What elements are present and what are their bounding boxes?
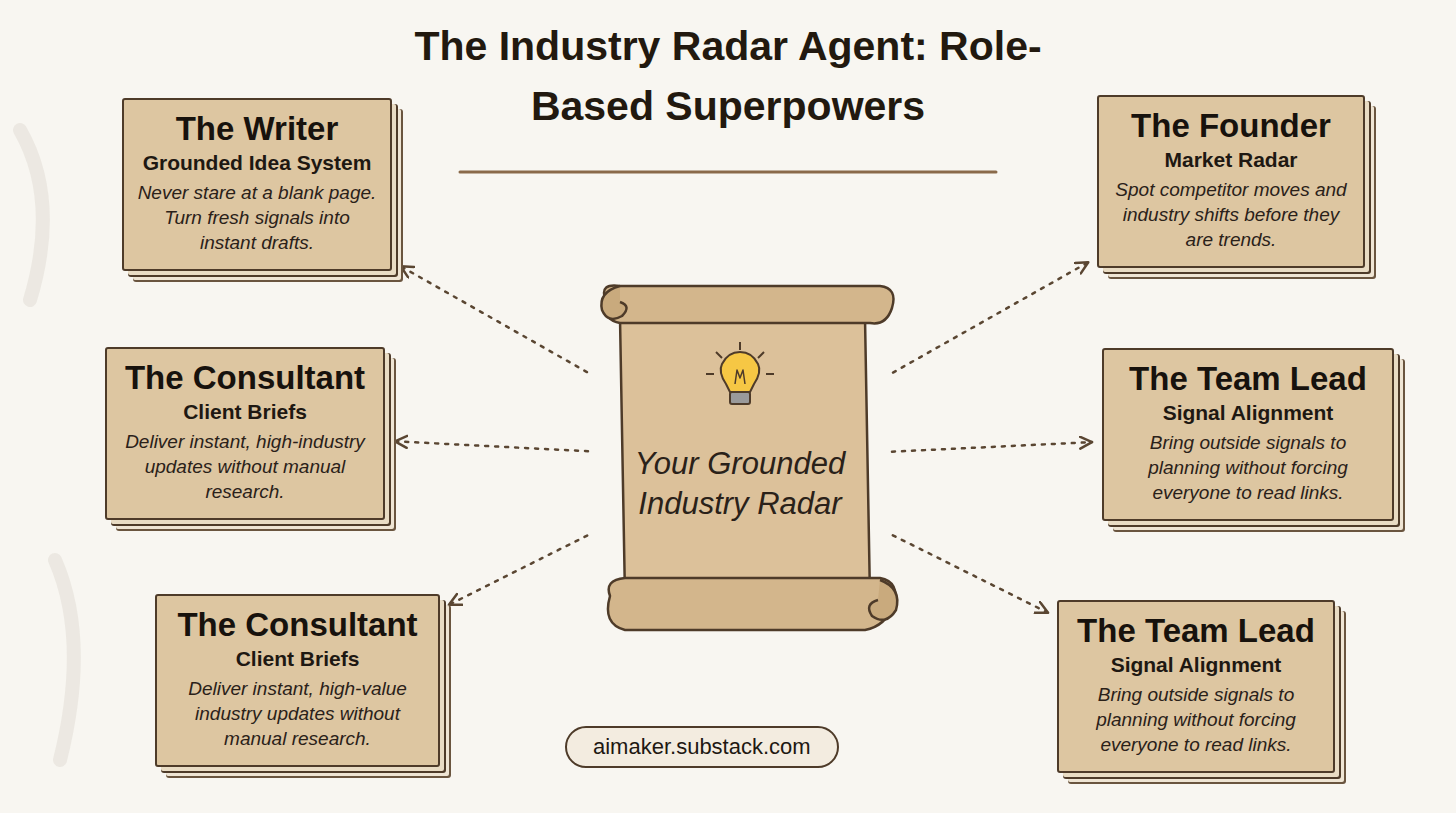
role-subheading: Client Briefs	[119, 399, 371, 425]
center-label: Your Grounded Industry Radar	[630, 444, 850, 525]
url-pill: aimaker.substack.com	[565, 726, 839, 768]
bulb-filament	[735, 370, 745, 384]
role-subheading: Signal Alignment	[1116, 400, 1380, 426]
dotted-arrow	[401, 266, 587, 372]
scroll-top-roll	[604, 286, 894, 324]
role-subheading: Market Radar	[1111, 147, 1351, 173]
role-description: Spot competitor moves and industry shift…	[1111, 178, 1351, 252]
role-description: Bring outside signals to planning withou…	[1116, 431, 1380, 505]
role-heading: The Consultant	[119, 359, 371, 397]
brush-stroke	[20, 130, 43, 300]
role-heading: The Writer	[136, 110, 378, 148]
scroll-body	[620, 318, 870, 598]
role-description: Never stare at a blank page. Turn fresh …	[136, 181, 378, 255]
dotted-arrow	[449, 536, 587, 605]
role-subheading: Client Briefs	[169, 646, 426, 672]
role-heading: The Founder	[1111, 107, 1351, 145]
role-card: The ConsultantClient BriefsDeliver insta…	[155, 594, 440, 767]
dotted-arrow	[892, 442, 1092, 452]
diagram-title: The Industry Radar Agent: Role-Based Sup…	[408, 16, 1048, 136]
role-subheading: Grounded Idea System	[136, 150, 378, 176]
role-subheading: Signal Alignment	[1071, 652, 1321, 678]
role-card: The WriterGrounded Idea SystemNever star…	[122, 98, 392, 271]
role-description: Bring outside signals to planning withou…	[1071, 683, 1321, 757]
role-heading: The Team Lead	[1071, 612, 1321, 650]
scroll-curl	[601, 286, 626, 319]
role-description: Deliver instant, high-value industry upd…	[169, 677, 426, 751]
role-heading: The Team Lead	[1116, 360, 1380, 398]
scroll	[601, 286, 897, 631]
role-card: The FounderMarket RadarSpot competitor m…	[1097, 95, 1365, 268]
brush-stroke	[55, 560, 74, 760]
dotted-arrow	[893, 262, 1088, 372]
scroll-curl	[869, 580, 897, 620]
dotted-arrow	[395, 441, 588, 451]
bulb-glass	[721, 352, 760, 392]
dotted-arrow	[893, 535, 1048, 612]
brush-strokes	[20, 130, 74, 760]
role-heading: The Consultant	[169, 606, 426, 644]
title-underline	[460, 171, 996, 174]
scroll-bottom-roll	[608, 578, 895, 630]
role-card: The ConsultantClient BriefsDeliver insta…	[105, 347, 385, 520]
role-description: Deliver instant, high-industry updates w…	[119, 430, 371, 504]
center-scroll: Your Grounded Industry Radar	[580, 278, 900, 640]
bulb-base	[730, 392, 750, 404]
url-text: aimaker.substack.com	[593, 734, 811, 760]
lightbulb	[706, 342, 774, 404]
role-card: The Team LeadSignal AlignmentBring outsi…	[1057, 600, 1335, 773]
role-card: The Team LeadSignal AlignmentBring outsi…	[1102, 348, 1394, 521]
